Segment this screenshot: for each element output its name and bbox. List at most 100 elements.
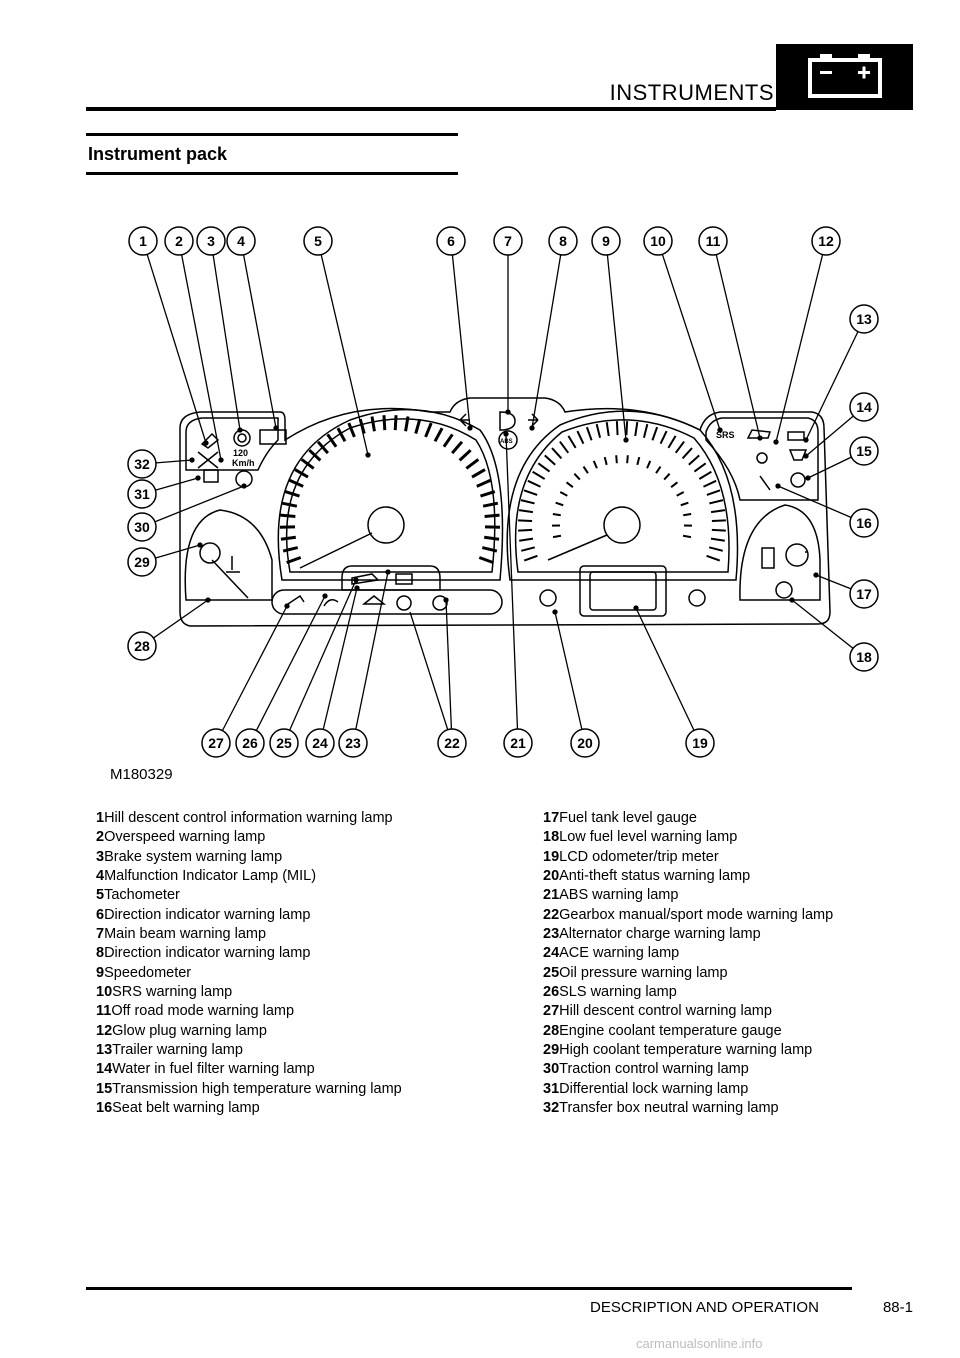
callout-arrowhead: [322, 593, 328, 599]
figure-id: M180329: [110, 766, 173, 783]
callout-number: 8: [559, 233, 567, 249]
gauge-tick: [521, 546, 536, 552]
legend-number: 15: [96, 1080, 113, 1097]
callout-leader: [352, 571, 389, 744]
temperature-gauge: [184, 509, 273, 601]
gauge-tick: [681, 447, 693, 460]
hill-descent-icon: [287, 594, 305, 605]
main-beam-icon: [499, 411, 516, 431]
gauge-tick: [393, 415, 398, 431]
legend-number: 20: [543, 868, 560, 885]
speedometer: [506, 410, 739, 581]
legend-number: 4: [96, 868, 105, 885]
callout-number: 4: [237, 233, 245, 249]
anti-theft-lamp: [539, 589, 557, 607]
gauge-tick: [347, 422, 356, 438]
callout-leader: [777, 485, 865, 524]
callout-18: 18: [849, 642, 879, 672]
legend-text: Seat belt warning lamp: [112, 1100, 260, 1117]
legend-item: 4Malfunction Indicator Lamp (MIL): [96, 867, 402, 886]
gauge-tick: [544, 454, 556, 466]
gauge-tick: [281, 501, 298, 508]
gauge-tick: [576, 430, 585, 445]
legend-number: 28: [543, 1022, 560, 1039]
gauge-tick: [294, 468, 309, 479]
callout-24: 24: [305, 728, 335, 758]
tachometer-scale: [279, 415, 501, 565]
diff-lock-icon: [203, 469, 219, 483]
legend-number: 27: [543, 1003, 560, 1020]
gauge-tick: [478, 556, 494, 565]
legend-text: High coolant temperature warning lamp: [559, 1042, 813, 1059]
callout-leader: [215, 605, 288, 744]
callout-number: 2: [175, 233, 183, 249]
callout-leader: [210, 240, 241, 431]
callout-arrowhead: [623, 437, 629, 443]
gauge-tick: [518, 528, 533, 532]
footer-section: DESCRIPTION AND OPERATION: [590, 1299, 819, 1316]
gauge-tick: [551, 447, 563, 460]
gauge-tick: [636, 456, 641, 466]
gauge-tick: [674, 440, 685, 454]
callout-number: 14: [856, 399, 872, 415]
legend-item: 2Overspeed warning lamp: [96, 828, 402, 847]
legend-item: 19LCD odometer/trip meter: [543, 848, 833, 867]
gauge-tick: [709, 499, 724, 505]
gauge-tick: [537, 462, 551, 473]
legend-number: 32: [543, 1100, 560, 1117]
callout-17: 17: [849, 579, 879, 609]
callout-arrowhead: [203, 440, 209, 446]
legend-item: 11Off road mode warning lamp: [96, 1002, 402, 1021]
legend-item: 9Speedometer: [96, 964, 402, 983]
gauge-tick: [555, 501, 564, 507]
footer-rule: [86, 1287, 852, 1290]
callout-arrowhead: [773, 439, 779, 445]
gauge-tick: [642, 423, 649, 438]
callout-number: 7: [504, 233, 512, 249]
legend-number: 19: [543, 848, 560, 865]
legend-item: 12Glow plug warning lamp: [96, 1022, 402, 1041]
gauge-tick: [559, 440, 570, 454]
callout-6: 6: [436, 226, 466, 256]
callout-arrowhead: [552, 609, 558, 615]
gauge-tick: [326, 433, 338, 448]
callout-number: 30: [134, 519, 150, 535]
gauge-tick: [458, 449, 472, 462]
callout-arrowhead: [789, 597, 795, 603]
gauge-tick: [626, 455, 629, 464]
callout-arrowhead: [354, 585, 360, 591]
gauge-tick: [615, 421, 619, 436]
callout-arrowhead: [237, 427, 243, 433]
legend-item: 21ABS warning lamp: [543, 886, 833, 905]
callout-leader: [554, 611, 586, 744]
cluster-housing: [179, 397, 831, 627]
callout-8: 8: [548, 226, 578, 256]
gauge-tick: [595, 423, 602, 438]
legend-text: ABS warning lamp: [559, 887, 679, 904]
gauge-tick: [424, 422, 433, 438]
gauge-tick: [481, 546, 498, 553]
gauge-tick: [552, 534, 562, 539]
gauge-tick: [414, 418, 422, 434]
legend-text: Main beam warning lamp: [104, 926, 267, 943]
legend-text: Brake system warning lamp: [104, 848, 283, 865]
legend-number: 21: [543, 887, 560, 904]
ace-icon: [361, 595, 387, 605]
gauge-tick: [651, 426, 659, 441]
callout-number: 10: [650, 233, 666, 249]
callout-arrowhead: [805, 475, 811, 481]
legend-text: Transfer box neutral warning lamp: [559, 1100, 779, 1117]
legend-item: 13Trailer warning lamp: [96, 1041, 402, 1060]
callout-number: 11: [706, 233, 721, 249]
gauge-tick: [615, 455, 618, 464]
speedometer-scale: [518, 421, 726, 562]
legend-number: 1: [96, 810, 105, 826]
gauge-tick: [603, 456, 608, 466]
callout-number: 22: [444, 735, 460, 751]
callout-9: 9: [591, 226, 621, 256]
gauge-tick: [565, 481, 574, 488]
callout-number: 26: [242, 735, 258, 751]
coolant-temp-icon: [226, 556, 240, 573]
glow-plug-icon: [756, 452, 768, 464]
legend-text: Low fuel level warning lamp: [559, 829, 738, 846]
